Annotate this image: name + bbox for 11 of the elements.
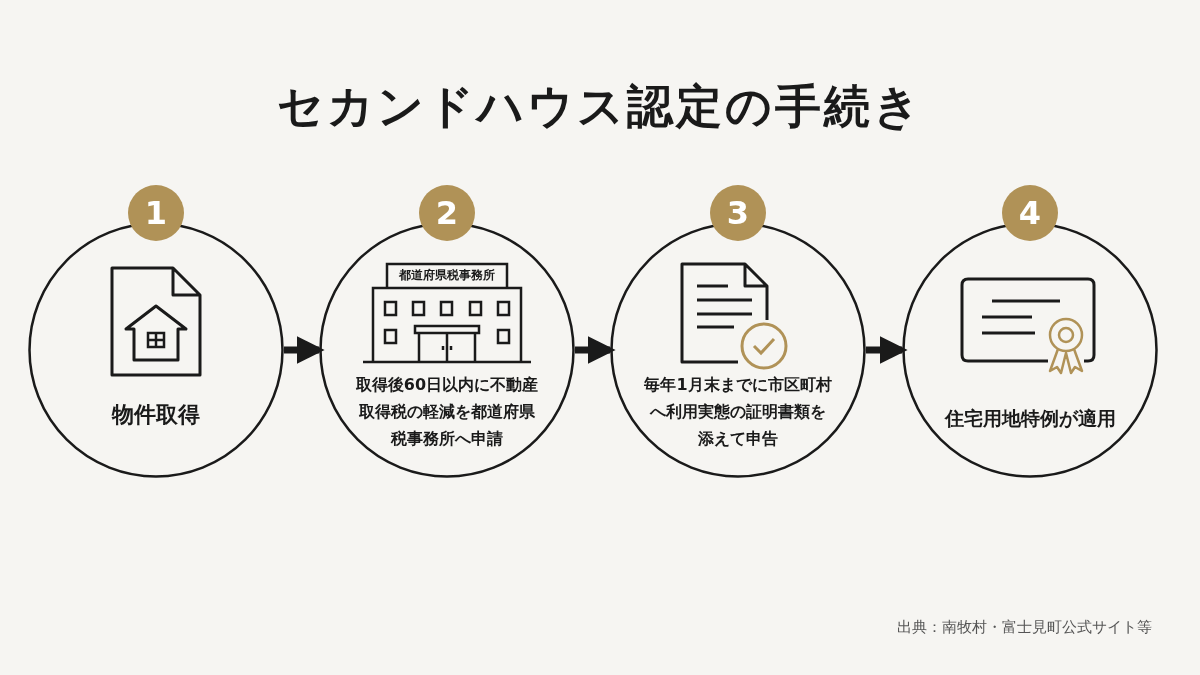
step-number-badge: 2 bbox=[419, 185, 475, 241]
source-note: 出典：南牧村・富士見町公式サイト等 bbox=[897, 618, 1152, 637]
step-text: 毎年1月末までに市区町村へ利用実態の証明書類を添えて申告 bbox=[644, 374, 832, 450]
step-text: 取得後60日以内に不動産取得税の軽減を都道府県税事務所へ申請 bbox=[354, 374, 540, 450]
step-text: 物件取得 bbox=[110, 401, 201, 429]
title: セカンドハウス認定の手続き bbox=[276, 78, 924, 135]
step-number-badge: 1 bbox=[128, 185, 184, 241]
step-number-badge: 4 bbox=[1002, 185, 1058, 241]
step-text: 住宅用地特例が適用 bbox=[943, 406, 1117, 431]
step-number-badge: 3 bbox=[710, 185, 766, 241]
sign-text: 都道府県税事務所 bbox=[398, 267, 496, 284]
